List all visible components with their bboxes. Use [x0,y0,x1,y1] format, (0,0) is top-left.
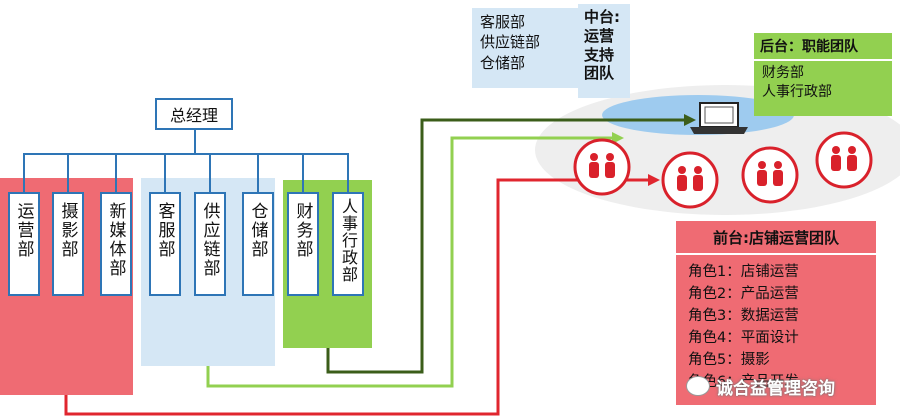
dept-connector-1 [23,153,25,193]
dept-box-finance: 财务部 [287,192,319,296]
team-icon [741,146,799,204]
arrow-front-head [648,174,660,186]
wechat-icon [686,376,710,396]
front-team-title: 前台:店铺运营团队 [676,221,876,253]
team-icon [573,138,631,196]
dept-connector-7 [302,153,304,193]
dept-connector-6 [257,153,259,193]
dept-label: 供应链部 [199,202,220,278]
dept-box-hr-admin: 人事行政部 [332,192,364,296]
arrow-front [64,178,650,416]
dept-box-new-media: 新媒体部 [100,192,132,296]
dept-label: 人事行政部 [339,198,358,283]
ceo-connector [194,128,196,154]
dept-connector-4 [164,153,166,193]
role-item: 角色6：产品开发 [688,374,799,390]
dept-label: 摄影部 [57,202,78,259]
dept-connector-2 [67,153,69,193]
middle-platform-title: 中台: 运营 支持 团队 [578,4,630,98]
arrow-backoffice-head [684,114,696,126]
role-item: 角色2：产品运营 [688,286,799,302]
platform-ellipse-blue [602,95,794,135]
arrow-middle-head [612,132,624,144]
laptop-icon [690,102,748,134]
dept-connector-3 [115,153,117,193]
ceo-box: 总经理 [155,98,233,130]
dept-box-photography: 摄影部 [52,192,84,296]
team-icon [661,151,719,209]
arrow-middle [206,136,614,388]
dept-label: 运营部 [13,202,34,259]
dept-label: 财务部 [292,202,313,259]
watermark: 诚合益管理咨询 [686,372,896,400]
team-icon [815,131,873,189]
horizontal-connector [23,153,349,155]
watermark-text: 诚合益管理咨询 [716,378,835,399]
role-item: 角色5：摄影 [688,352,770,368]
arrow-backoffice [326,118,686,374]
back-office-title: 后台：职能团队 [754,33,892,59]
role-item: 角色3：数据运营 [688,308,799,324]
middle-dept-list: 客服部 供应链部 仓储部 [472,8,578,88]
back-office-list: 财务部 人事行政部 [754,59,892,116]
dept-box-customer-service: 客服部 [149,192,181,296]
dept-label: 客服部 [154,202,175,259]
dept-box-operations: 运营部 [8,192,40,296]
dept-connector-5 [209,153,211,193]
dept-label: 新媒体部 [105,202,126,278]
role-item: 角色1：店铺运营 [688,264,799,280]
front-roles-panel: 角色1：店铺运营 角色2：产品运营 角色3：数据运营 角色4：平面设计 角色5：… [676,253,876,405]
dept-label: 仓储部 [247,202,268,259]
role-item: 角色4：平面设计 [688,330,799,346]
dept-box-warehouse: 仓储部 [242,192,274,296]
ceo-label: 总经理 [169,106,218,125]
dept-connector-8 [347,153,349,193]
dept-box-supply-chain: 供应链部 [194,192,226,296]
